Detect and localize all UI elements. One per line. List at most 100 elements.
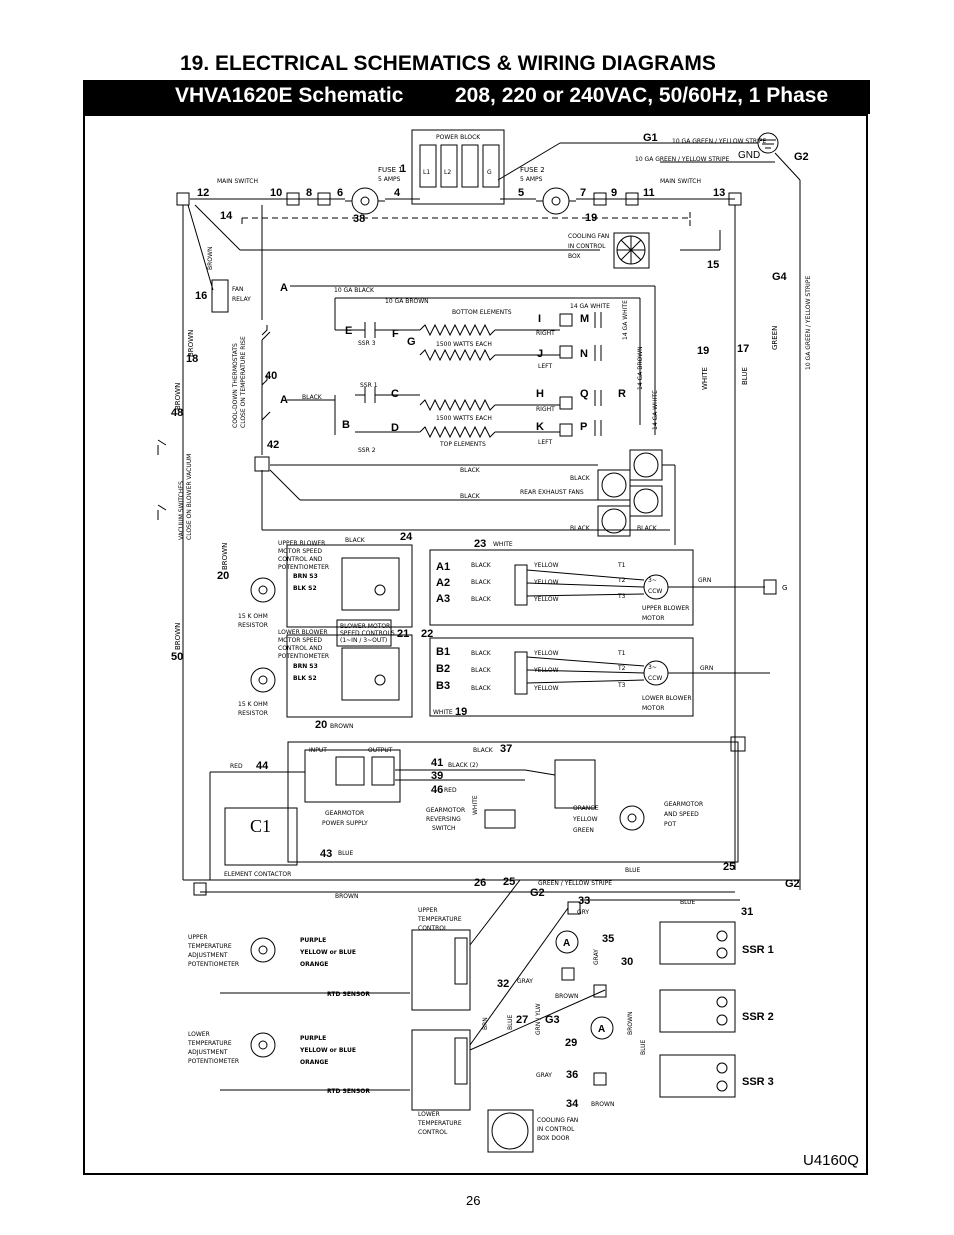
lower-motor-1: LOWER BLOWER bbox=[642, 695, 692, 702]
brown-bottom: BROWN bbox=[335, 893, 358, 900]
term-g2b: G2 bbox=[785, 878, 800, 890]
fuse2-amps: 5 AMPS bbox=[520, 176, 543, 183]
num-46: 46 bbox=[431, 784, 443, 796]
gearmotor-ps-1: GEARMOTOR bbox=[325, 810, 364, 817]
num-24: 24 bbox=[400, 531, 413, 543]
lower-tc-2: TEMPERATURE bbox=[417, 1120, 462, 1127]
gearmotor-pot-2: AND SPEED bbox=[664, 811, 699, 818]
t2-l: T2 bbox=[617, 665, 626, 672]
power-block-label: POWER BLOCK bbox=[436, 134, 481, 141]
black-fan-1: BLACK bbox=[460, 467, 481, 474]
num-26: 26 bbox=[474, 877, 486, 889]
fuse-2: FUSE 2 5 AMPS bbox=[520, 166, 576, 215]
yellow-u2: YELLOW bbox=[533, 579, 559, 586]
term-g3: G3 bbox=[545, 1014, 560, 1026]
rtd-l: RTD SENSOR bbox=[327, 1088, 370, 1095]
num-21: 21 bbox=[397, 628, 409, 640]
num-11: 11 bbox=[643, 187, 655, 199]
num-34: 34 bbox=[566, 1098, 579, 1110]
cooling-fan-box-1: COOLING FAN bbox=[568, 233, 609, 240]
c1-label: C1 bbox=[250, 816, 271, 836]
ga14-brown-vert: 14 GA BROWN bbox=[637, 346, 644, 390]
bottom-elements: BOTTOM ELEMENTS bbox=[452, 309, 512, 316]
green-yellow-label: GREEN / YELLOW STRIPE bbox=[538, 880, 612, 887]
gearmotor-ps-2: POWER SUPPLY bbox=[322, 820, 368, 827]
heating-elements: BOTTOM ELEMENTS TOP ELEMENTS 1500 WATTS … bbox=[287, 285, 656, 454]
black-fan-4: BLACK bbox=[570, 525, 591, 532]
term-g1: G1 bbox=[643, 132, 658, 144]
num-31: 31 bbox=[741, 906, 753, 918]
term-q: Q bbox=[580, 388, 589, 400]
vacuum-1: VACUUM SWITCHES bbox=[178, 481, 185, 540]
blower-controls: UPPER BLOWER MOTOR SPEED CONTROL AND POT… bbox=[238, 537, 513, 730]
num-20b: 20 bbox=[315, 719, 327, 731]
gray-36: GRAY bbox=[536, 1072, 552, 1079]
term-b3: B3 bbox=[436, 680, 450, 692]
right-label-1: RIGHT bbox=[536, 330, 555, 337]
brown-vertical-2: BROWN bbox=[187, 330, 195, 357]
lower-blower-1: LOWER BLOWER bbox=[278, 629, 328, 636]
brown-34: BROWN bbox=[591, 1101, 614, 1108]
lower-tc-3: CONTROL bbox=[418, 1129, 448, 1136]
term-b: B bbox=[342, 419, 350, 431]
ammeter-upper: A bbox=[563, 938, 570, 949]
lower-blower-4: POTENTIOMETER bbox=[278, 653, 329, 660]
blower-speed-1: BLOWER MOTOR bbox=[340, 623, 390, 630]
gearmotor-section: INPUT OUTPUT BLACK BLACK (2) RED RED GEA… bbox=[209, 736, 746, 880]
white-vertical: WHITE bbox=[701, 367, 709, 390]
cooling-fan-box-2: IN CONTROL bbox=[568, 243, 606, 250]
term-k: K bbox=[536, 421, 544, 433]
rear-exhaust-fans: REAR EXHAUST FANS BLACK BLACK BLACK BLAC… bbox=[254, 449, 676, 545]
upper-pot-2: TEMPERATURE bbox=[187, 943, 232, 950]
gearmotor-pot-3: POT bbox=[664, 821, 676, 828]
num-33: 33 bbox=[578, 895, 590, 907]
schematic-name: VHVA1620E Schematic bbox=[175, 84, 404, 107]
ssr2-block: SSR 2 bbox=[742, 1011, 774, 1023]
num-13: 13 bbox=[713, 187, 725, 199]
brn-vert: BRN bbox=[482, 1017, 489, 1030]
num-20a: 20 bbox=[217, 570, 229, 582]
ssr1-block: SSR 1 bbox=[742, 944, 774, 956]
left-label-1: LEFT bbox=[538, 363, 552, 370]
wire-numbers: 1 4 5 6 7 8 9 10 11 12 13 14 15 16 17 18… bbox=[171, 132, 809, 1110]
num-42: 42 bbox=[267, 439, 279, 451]
ga-brown-label: 10 GA BROWN bbox=[385, 298, 429, 305]
orange-u: ORANGE bbox=[300, 961, 328, 968]
fan-relay-1: FAN bbox=[232, 286, 244, 293]
lower-pot-1: LOWER bbox=[188, 1031, 210, 1038]
lower-pot-4: POTENTIOMETER bbox=[188, 1058, 239, 1065]
output-label: OUTPUT bbox=[368, 747, 393, 754]
resistor-lower-1: 15 K OHM bbox=[238, 701, 268, 708]
cool-down-1: COOL-DOWN THERMOSTATS bbox=[232, 343, 239, 428]
t2-u: T2 bbox=[617, 577, 626, 584]
black-u1: BLACK bbox=[471, 562, 492, 569]
ga14-white-vert2: 14 GA WHITE bbox=[652, 390, 659, 430]
rtd-u: RTD SENSOR bbox=[327, 991, 370, 998]
term-c: C bbox=[391, 388, 399, 400]
resistor-lower-2: RESISTOR bbox=[238, 710, 268, 717]
num-19a: 19 bbox=[585, 212, 597, 224]
green-vertical: GREEN bbox=[771, 326, 779, 350]
brown-vertical-5: BROWN bbox=[174, 623, 182, 650]
fuse1-label: FUSE 1 bbox=[378, 166, 403, 174]
gearmotor-pot-1: GEARMOTOR bbox=[664, 801, 703, 808]
temperature-controls: GREEN / YELLOW STRIPE BROWN BLUE GRY UPP… bbox=[183, 879, 800, 1153]
white-23: WHITE bbox=[493, 541, 513, 548]
num-43: 43 bbox=[320, 848, 332, 860]
ground-symbol: GND 10 GA GREEN / YELLOW STRIPE 10 GA GR… bbox=[497, 132, 801, 890]
num-9: 9 bbox=[611, 187, 617, 199]
input-label: INPUT bbox=[309, 747, 327, 754]
blue-vertical: BLUE bbox=[741, 367, 749, 385]
upper-motor-1: UPPER BLOWER bbox=[642, 605, 689, 612]
fuse-1: FUSE 1 5 AMPS bbox=[345, 166, 403, 215]
sw-brn-s3-l: BRN S3 bbox=[293, 663, 318, 670]
yellow-l2: YELLOW bbox=[533, 667, 559, 674]
term-a2: A bbox=[280, 394, 288, 406]
ssr3-block: SSR 3 bbox=[742, 1076, 774, 1088]
num-19b: 19 bbox=[697, 345, 709, 357]
grn-u: GRN bbox=[698, 577, 711, 584]
num-15: 15 bbox=[707, 259, 719, 271]
blue-vert-ssr: BLUE bbox=[640, 1039, 647, 1055]
black-blower: BLACK bbox=[345, 537, 366, 544]
num-4: 4 bbox=[394, 187, 401, 199]
